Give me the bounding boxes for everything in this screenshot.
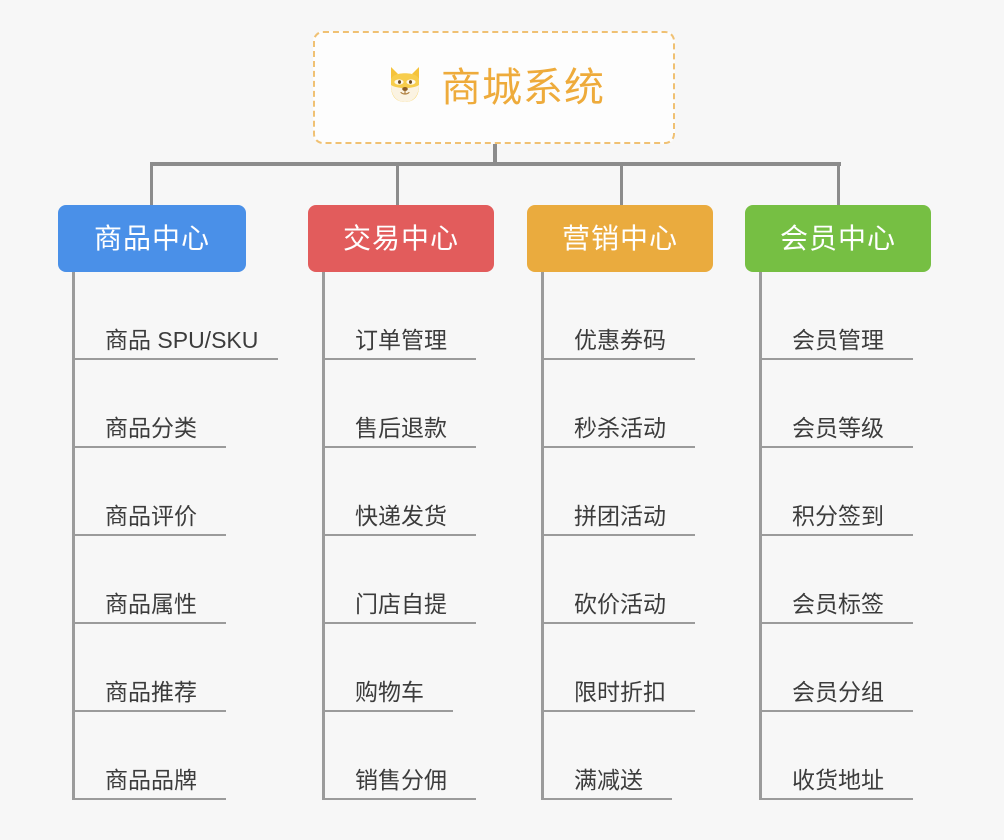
leaf-label: 商品属性 bbox=[105, 590, 197, 617]
leaf-label: 会员等级 bbox=[792, 414, 884, 441]
leaf-label: 优惠券码 bbox=[574, 326, 666, 353]
connector-horizontal-bar bbox=[150, 162, 841, 166]
leaf-label: 砍价活动 bbox=[574, 590, 666, 617]
leaf-item[interactable]: 订单管理 bbox=[322, 272, 476, 360]
leaf-label: 会员分组 bbox=[792, 678, 884, 705]
branch-spine bbox=[541, 272, 544, 800]
leaf-label: 会员管理 bbox=[792, 326, 884, 353]
connector-drop-4 bbox=[837, 162, 840, 208]
leaf-label: 会员标签 bbox=[792, 590, 884, 617]
category-box-marketing[interactable]: 营销中心 bbox=[527, 205, 713, 272]
leaf-item[interactable]: 商品分类 bbox=[72, 360, 226, 448]
leaf-label: 购物车 bbox=[355, 678, 424, 705]
category-label: 商品中心 bbox=[93, 222, 210, 254]
connector-drop-2 bbox=[396, 162, 399, 208]
leaf-item[interactable]: 门店自提 bbox=[322, 536, 476, 624]
leaf-item[interactable]: 商品 SPU/SKU bbox=[72, 272, 278, 360]
connector-drop-3 bbox=[620, 162, 623, 208]
leaf-item[interactable]: 会员标签 bbox=[759, 536, 913, 624]
category-box-member[interactable]: 会员中心 bbox=[745, 205, 931, 272]
leaf-label: 售后退款 bbox=[355, 414, 447, 441]
leaf-item[interactable]: 收货地址 bbox=[759, 712, 913, 800]
leaf-label: 限时折扣 bbox=[574, 678, 666, 705]
connector-drop-1 bbox=[150, 162, 153, 208]
root-node[interactable]: 商城系统 bbox=[313, 31, 675, 144]
leaf-label: 秒杀活动 bbox=[574, 414, 666, 441]
leaf-item[interactable]: 会员管理 bbox=[759, 272, 913, 360]
leaf-item[interactable]: 砍价活动 bbox=[541, 536, 695, 624]
leaf-label: 商品评价 bbox=[105, 502, 197, 529]
root-title: 商城系统 bbox=[441, 65, 605, 110]
leaf-item[interactable]: 售后退款 bbox=[322, 360, 476, 448]
category-label: 营销中心 bbox=[561, 222, 678, 254]
leaf-item[interactable]: 限时折扣 bbox=[541, 624, 695, 712]
connector-root-stem bbox=[493, 144, 497, 164]
leaf-item[interactable]: 购物车 bbox=[322, 624, 453, 712]
leaf-item[interactable]: 会员分组 bbox=[759, 624, 913, 712]
leaf-label: 商品分类 bbox=[105, 414, 197, 441]
leaf-item[interactable]: 会员等级 bbox=[759, 360, 913, 448]
leaf-item[interactable]: 快递发货 bbox=[322, 448, 476, 536]
leaf-label: 满减送 bbox=[574, 766, 643, 793]
branch-spine bbox=[759, 272, 762, 800]
leaf-item[interactable]: 商品品牌 bbox=[72, 712, 226, 800]
leaf-label: 积分签到 bbox=[792, 502, 884, 529]
leaf-item[interactable]: 优惠券码 bbox=[541, 272, 695, 360]
leaf-item[interactable]: 满减送 bbox=[541, 712, 672, 800]
leaf-item[interactable]: 商品属性 bbox=[72, 536, 226, 624]
leaf-item[interactable]: 商品评价 bbox=[72, 448, 226, 536]
leaf-item[interactable]: 销售分佣 bbox=[322, 712, 476, 800]
leaf-item[interactable]: 积分签到 bbox=[759, 448, 913, 536]
category-box-product[interactable]: 商品中心 bbox=[58, 205, 246, 272]
leaf-label: 订单管理 bbox=[355, 326, 447, 353]
leaf-label: 销售分佣 bbox=[355, 766, 447, 793]
leaf-label: 商品推荐 bbox=[105, 678, 197, 705]
category-label: 会员中心 bbox=[779, 222, 896, 254]
branch-spine bbox=[322, 272, 325, 800]
category-box-trade[interactable]: 交易中心 bbox=[308, 205, 494, 272]
leaf-item[interactable]: 商品推荐 bbox=[72, 624, 226, 712]
category-label: 交易中心 bbox=[342, 222, 459, 254]
leaf-label: 商品 SPU/SKU bbox=[105, 326, 259, 353]
leaf-label: 门店自提 bbox=[355, 590, 447, 617]
leaf-label: 拼团活动 bbox=[574, 502, 666, 529]
leaf-item[interactable]: 秒杀活动 bbox=[541, 360, 695, 448]
leaf-label: 收货地址 bbox=[792, 766, 884, 793]
shiba-dog-face-icon bbox=[383, 62, 427, 114]
leaf-label: 快递发货 bbox=[355, 502, 447, 529]
leaf-label: 商品品牌 bbox=[105, 766, 197, 793]
leaf-item[interactable]: 拼团活动 bbox=[541, 448, 695, 536]
branch-spine bbox=[72, 272, 75, 800]
